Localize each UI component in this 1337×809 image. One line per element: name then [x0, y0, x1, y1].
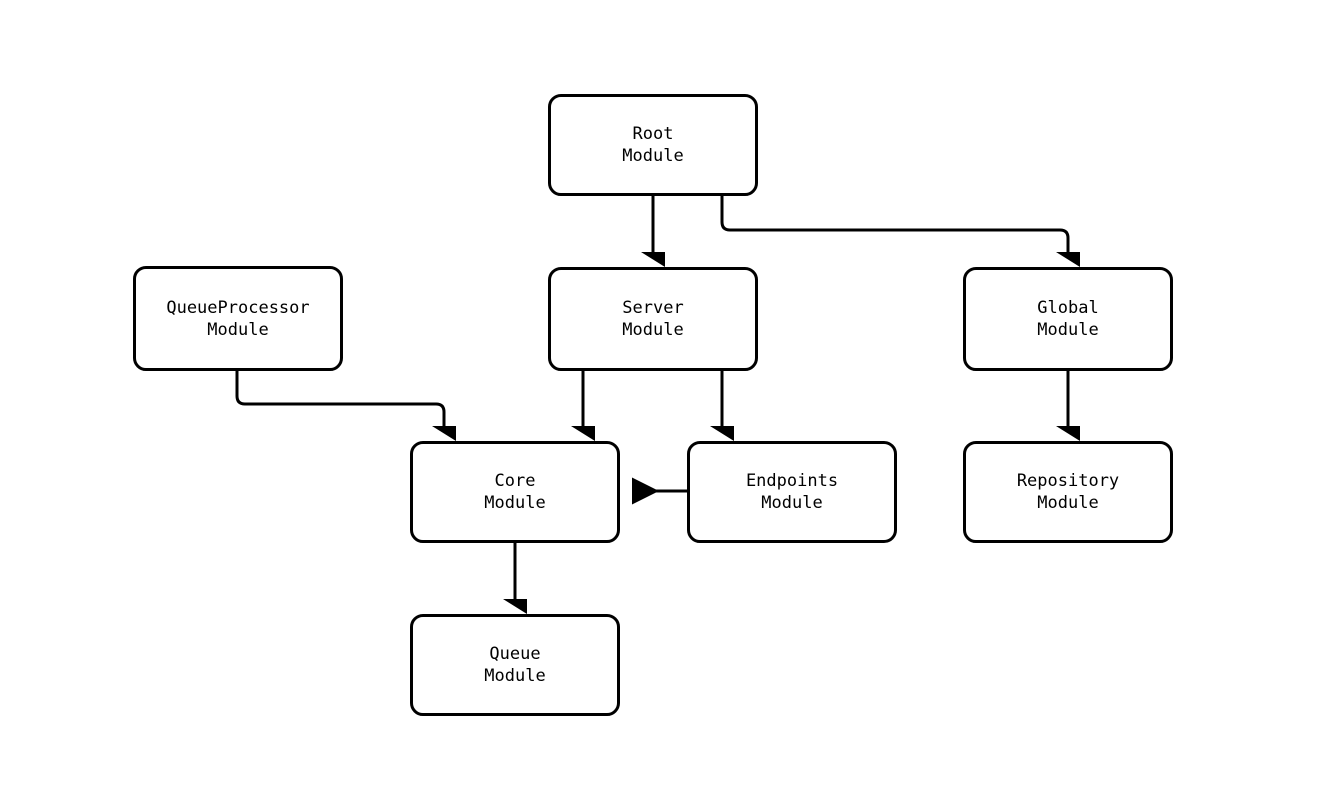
node-label: Core Module [484, 471, 546, 513]
node-queueprocessor-module[interactable]: QueueProcessor Module [133, 266, 343, 371]
node-label: QueueProcessor Module [166, 297, 310, 340]
node-label: Endpoints Module [745, 471, 839, 513]
node-core-module[interactable]: Core Module [410, 441, 620, 543]
node-queue-module[interactable]: Queue Module [410, 614, 620, 716]
edge-queueprocessor-to-core [235, 371, 444, 426]
node-server-module[interactable]: Server Module [548, 267, 758, 371]
node-label: Root Module [622, 124, 684, 166]
node-endpoints-module[interactable]: Endpoints Module [687, 441, 897, 543]
node-root-module[interactable]: Root Module [548, 94, 758, 196]
edge-root-to-global [720, 196, 1068, 252]
node-label: Queue Module [484, 644, 546, 686]
node-global-module[interactable]: Global Module [963, 267, 1173, 371]
node-repository-module[interactable]: Repository Module [963, 441, 1173, 543]
node-label: Repository Module [1016, 471, 1120, 513]
node-label: Global Module [1037, 298, 1099, 340]
node-label: Server Module [622, 298, 684, 340]
